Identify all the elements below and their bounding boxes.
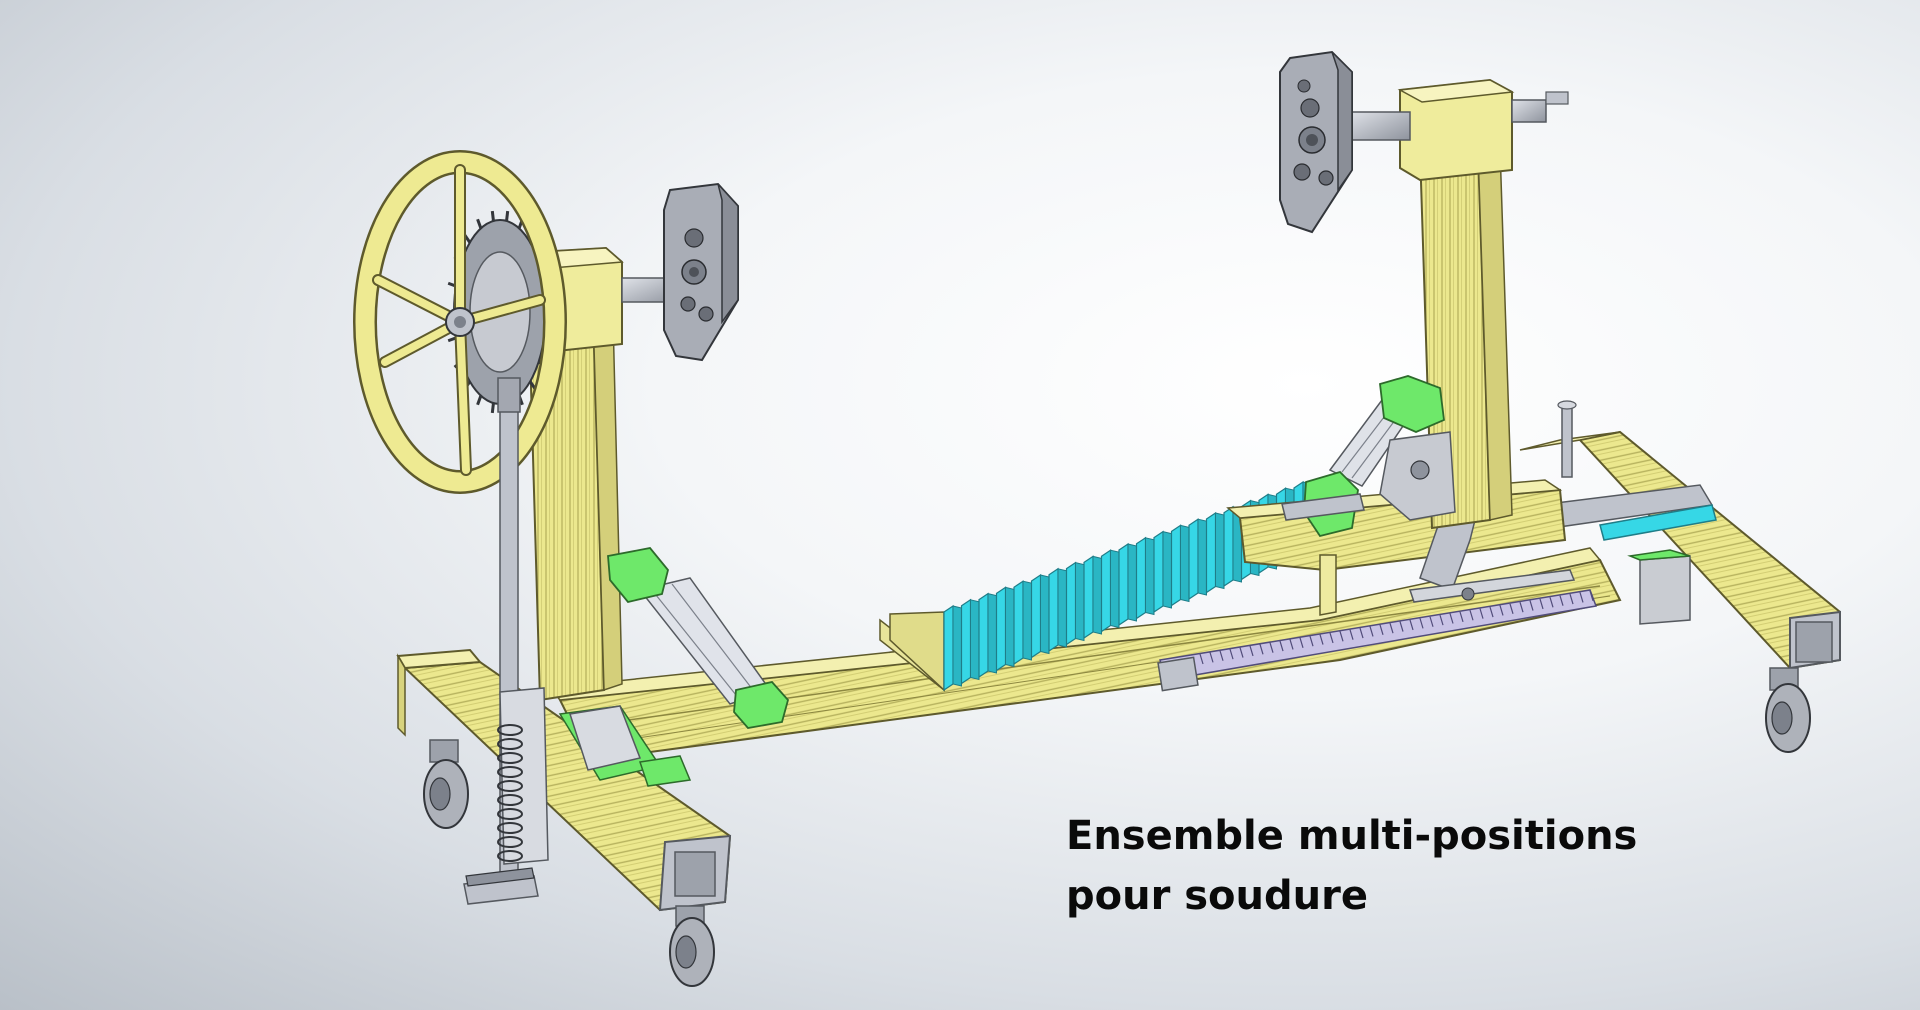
rack-tooth	[1409, 619, 1414, 631]
rack-tooth	[1529, 600, 1534, 611]
bellows-fold	[1013, 580, 1024, 666]
rack-tooth	[1249, 645, 1254, 657]
rack-tooth	[1579, 592, 1584, 603]
rack-tooth	[1449, 613, 1454, 624]
bellows-fold-shade	[1110, 549, 1120, 629]
bellows-fold-shade	[1005, 586, 1015, 668]
right-column	[1279, 50, 1569, 530]
bellows-fold	[943, 604, 954, 692]
bellows-fold-shade	[1075, 561, 1085, 642]
rack-tooth	[1519, 601, 1524, 613]
bellows-fold-shade	[1022, 580, 1032, 661]
bellows-fold	[1135, 536, 1147, 620]
bellows-fold-shade	[987, 592, 997, 674]
rack-tooth	[1269, 642, 1274, 653]
rack-tooth	[1439, 614, 1444, 626]
bellows-fold-shade	[1180, 524, 1190, 603]
bellows-fold	[1118, 542, 1129, 627]
rack-tooth	[1549, 597, 1554, 608]
bellows-fold	[1205, 511, 1217, 594]
right-diagonal-brace	[1281, 375, 1456, 538]
bellows-fold	[1170, 524, 1182, 607]
rack-tooth	[1299, 637, 1304, 648]
caster-front-right	[1765, 667, 1811, 753]
bellows-fold-shade	[1197, 518, 1207, 596]
bellows-fold-shade	[1127, 543, 1137, 622]
rack-tooth	[1229, 648, 1234, 660]
rack-tooth	[1339, 631, 1344, 642]
rack-tooth	[1369, 626, 1374, 637]
bellows-fold-shade	[970, 599, 980, 681]
bellows-fold-shade	[1057, 568, 1067, 648]
rack-tooth	[1569, 593, 1574, 605]
rack-tooth	[1489, 606, 1494, 618]
rack-tooth	[1469, 610, 1474, 621]
bellows-fold-shade	[1040, 574, 1050, 655]
rack-tooth	[1559, 595, 1564, 606]
left-diagonal-brace	[607, 547, 789, 729]
lift-post-with-pedal	[463, 377, 549, 905]
rack-tooth	[1259, 644, 1264, 655]
rack-tooth	[1479, 608, 1484, 619]
bellows-fold	[1065, 561, 1077, 646]
handwheel	[353, 150, 567, 494]
rack-tooth	[1419, 618, 1424, 629]
rack-tooth	[1279, 640, 1284, 652]
caster-rear-left	[669, 905, 715, 987]
rack-tooth	[1359, 627, 1364, 639]
rack-tooth	[1499, 605, 1504, 616]
bellows-fold-shade	[1145, 537, 1155, 616]
bellows-fold-shade	[1092, 555, 1102, 635]
bellows-fold	[1188, 518, 1199, 601]
rack-tooth	[1429, 616, 1434, 627]
rack-tooth	[1219, 650, 1224, 661]
bellows-fold	[1100, 549, 1112, 633]
rack-tooth	[1319, 634, 1324, 645]
bellows-fold	[1223, 505, 1234, 588]
bellows-fold	[1153, 530, 1164, 614]
rack-tooth	[1209, 652, 1214, 663]
rack-tooth	[1379, 624, 1384, 636]
caption-line-2: pour soudure	[1066, 873, 1368, 919]
caster-front-left	[423, 739, 469, 829]
rack-tooth	[1509, 603, 1514, 614]
rack-tooth	[1309, 636, 1314, 647]
bellows-fold-shade	[1215, 512, 1225, 590]
rack-tooth	[1399, 621, 1404, 632]
rack-tooth	[1239, 647, 1244, 658]
bellows-fold-shade	[1162, 530, 1172, 609]
rack-tooth	[1539, 598, 1544, 610]
bellows-fold	[995, 586, 1007, 672]
rack-tooth	[1289, 639, 1294, 650]
bellows-fold	[1048, 567, 1059, 653]
caption-line-1: Ensemble multi-positions	[1066, 813, 1638, 859]
left-base-plate	[558, 705, 692, 787]
drawing-caption: Ensemble multi-positions pour soudure	[1066, 806, 1638, 926]
rack-tooth	[1349, 629, 1354, 640]
bellows-fold	[960, 598, 972, 685]
bellows-fold	[1083, 555, 1094, 640]
bellows-fold	[1030, 573, 1042, 659]
rack-tooth	[1589, 590, 1594, 601]
bellows-fold-shade	[952, 605, 962, 687]
rack-tooth	[1329, 632, 1334, 644]
bellows-fold	[978, 592, 989, 679]
rack-tooth	[1199, 653, 1204, 665]
left-cross-beam	[396, 648, 732, 912]
rack-tooth	[1389, 623, 1394, 634]
rack-tooth	[1459, 611, 1464, 623]
right-cross-beam	[1519, 430, 1841, 670]
